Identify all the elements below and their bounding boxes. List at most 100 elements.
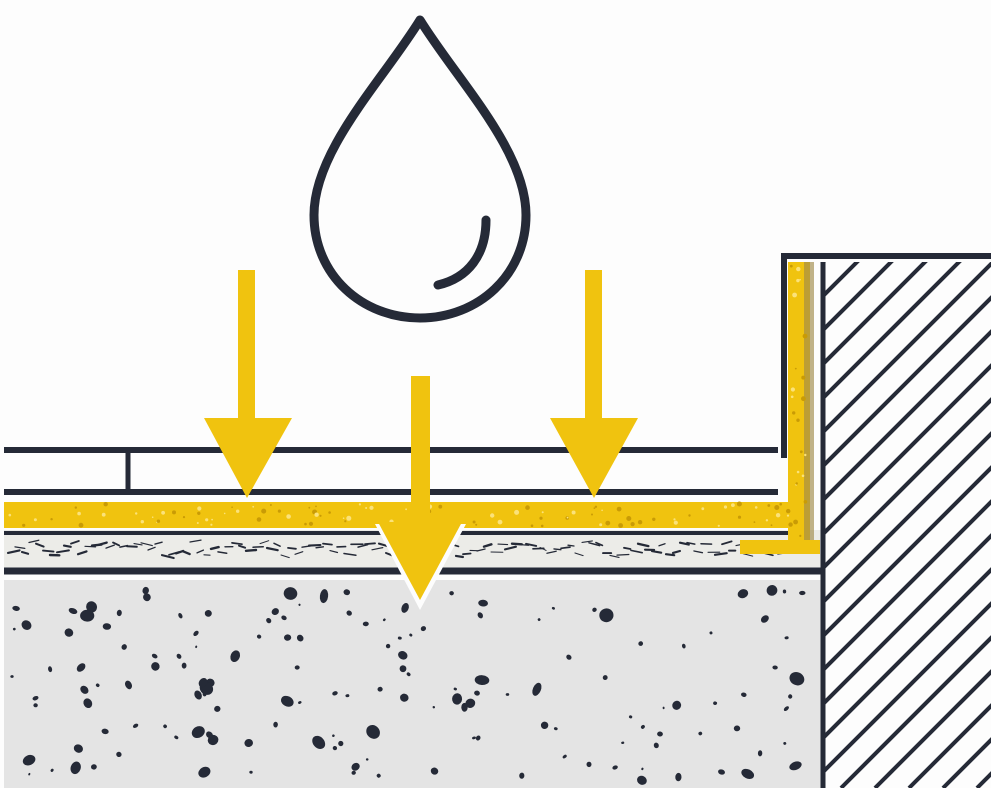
screed-stroke — [287, 547, 297, 550]
membrane-speck — [754, 506, 758, 509]
aggregate-speck — [332, 734, 335, 738]
aggregate-speck — [401, 602, 409, 613]
concrete-aggregate — [10, 585, 806, 785]
aggregate-speck — [298, 701, 302, 704]
aggregate-speck — [637, 775, 647, 785]
membrane-speck — [438, 504, 443, 509]
membrane-speck — [626, 516, 632, 521]
aggregate-speck — [709, 631, 713, 635]
aggregate-speck — [551, 606, 555, 610]
aggregate-speck — [681, 643, 686, 649]
screed-stroke — [636, 542, 650, 548]
aggregate-speck — [178, 612, 183, 619]
screed-stroke — [343, 552, 357, 557]
screed-stroke — [42, 549, 55, 553]
membrane-speck — [472, 520, 476, 524]
wall-hatch-line — [823, 431, 991, 605]
aggregate-speck — [478, 599, 488, 607]
aggregate-speck — [151, 653, 158, 659]
membrane-speck — [804, 453, 807, 457]
membrane-speck — [539, 516, 543, 520]
screed-stroke — [671, 549, 682, 555]
membrane-speck — [490, 513, 495, 518]
aggregate-speck — [281, 615, 287, 621]
membrane-speck — [796, 266, 801, 272]
aggregate-speck — [32, 695, 39, 701]
screed-stroke — [76, 550, 88, 556]
aggregate-speck — [214, 705, 221, 712]
membrane-speck — [673, 520, 678, 525]
aggregate-speck — [194, 690, 202, 700]
aggregate-speck — [783, 741, 787, 745]
arrow-down-icon — [204, 270, 292, 498]
drop-highlight — [433, 215, 491, 290]
aggregate-speck — [91, 764, 97, 770]
membrane-speck — [593, 507, 596, 509]
membrane-speck — [801, 375, 806, 380]
screed-stroke — [273, 542, 281, 547]
screed-stroke — [133, 543, 143, 546]
aggregate-speck — [397, 636, 402, 640]
aggregate-speck — [789, 761, 802, 771]
aggregate-speck — [757, 750, 763, 757]
aggregate-speck — [532, 682, 542, 696]
aggregate-speck — [181, 662, 187, 669]
aggregate-speck — [176, 653, 182, 659]
aggregate-speck — [48, 666, 53, 673]
screed-stroke — [196, 549, 205, 554]
membrane-speck — [796, 418, 800, 422]
screed-stroke — [97, 541, 108, 546]
membrane-speck — [277, 509, 281, 513]
wall-hatch-line — [823, 295, 991, 469]
membrane-speck — [801, 474, 805, 478]
screed-stroke — [181, 550, 191, 556]
aggregate-speck — [351, 770, 356, 775]
aggregate-speck — [319, 589, 329, 604]
membrane-speck — [156, 519, 161, 523]
membrane-speck — [799, 534, 802, 538]
membrane-speck — [140, 520, 144, 524]
screed-stroke — [265, 546, 279, 552]
aggregate-speck — [430, 767, 439, 775]
membrane-speck — [601, 509, 603, 512]
aggregate-speck — [783, 706, 789, 711]
membrane-speck — [405, 508, 407, 511]
screed-stroke — [503, 545, 517, 551]
wall-hatch-line — [823, 262, 928, 367]
aggregate-speck — [174, 735, 179, 740]
membrane-speck — [231, 506, 233, 509]
aggregate-speck — [641, 767, 644, 771]
membrane-speck — [591, 513, 593, 516]
aggregate-speck — [343, 589, 351, 596]
membrane-speck — [346, 515, 352, 521]
membrane-speck — [182, 516, 186, 519]
aggregate-speck — [198, 678, 208, 688]
screed-stroke — [454, 554, 464, 559]
screed-stroke — [112, 541, 121, 547]
water-drop-icon — [309, 15, 531, 323]
aggregate-speck — [675, 772, 682, 782]
membrane-speck — [161, 510, 166, 515]
membrane-speck — [605, 520, 611, 526]
aggregate-speck — [477, 612, 483, 619]
screed-stroke — [721, 540, 733, 546]
aggregate-speck — [80, 685, 89, 694]
screed-stroke — [664, 553, 676, 557]
screed-stroke — [567, 544, 575, 547]
membrane-speck — [790, 395, 794, 399]
aggregate-speck — [713, 701, 718, 706]
screed-stroke — [595, 541, 604, 547]
aggregate-speck — [733, 725, 741, 732]
membrane-speck — [717, 524, 720, 527]
screed-stroke — [294, 551, 304, 555]
membrane-speck — [794, 367, 797, 370]
screed-stroke — [154, 541, 163, 545]
aggregate-speck — [465, 698, 476, 708]
aggregate-speck — [80, 609, 95, 622]
membrane-speck — [652, 517, 656, 521]
membrane-speck — [8, 513, 12, 517]
aggregate-speck — [280, 695, 294, 707]
aggregate-speck — [398, 650, 408, 660]
screed-stroke — [553, 548, 562, 551]
